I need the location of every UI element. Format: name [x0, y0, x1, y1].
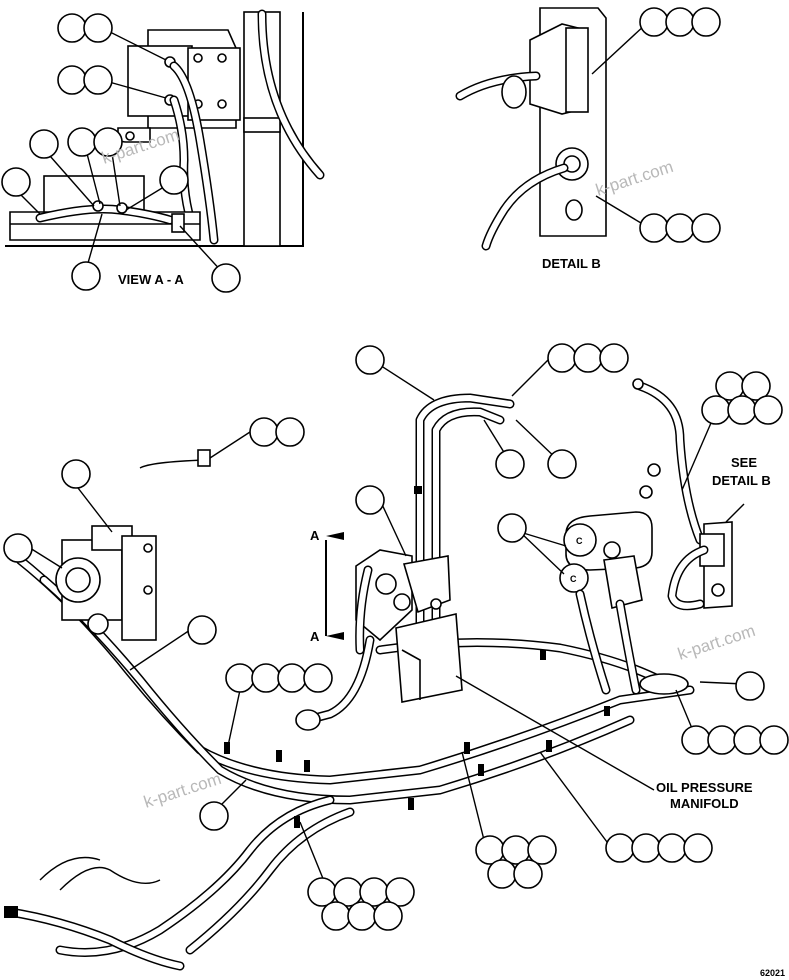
- section-arrow-a-bottom: A: [310, 629, 320, 644]
- main-assembly: C C A A: [3, 343, 789, 978]
- view-aa-inset: VIEW A - A: [1, 9, 325, 293]
- section-arrow-a-top: A: [310, 528, 320, 543]
- detail-b-inset: DETAIL B: [455, 7, 721, 271]
- oil-pressure-label-line1: OIL PRESSURE: [656, 780, 753, 795]
- oil-pressure-label-line2: MANIFOLD: [670, 796, 739, 811]
- see-detail-b-line1: SEE: [731, 455, 757, 470]
- see-detail-b-line2: DETAIL B: [712, 473, 771, 488]
- detail-b-label: DETAIL B: [542, 256, 601, 271]
- view-aa-label: VIEW A - A: [118, 272, 184, 287]
- drawing-number: 62021: [760, 968, 785, 978]
- callout-c-upper: C: [576, 536, 583, 546]
- callout-c-lower: C: [570, 574, 577, 584]
- watermark: k-part.com: [675, 621, 757, 664]
